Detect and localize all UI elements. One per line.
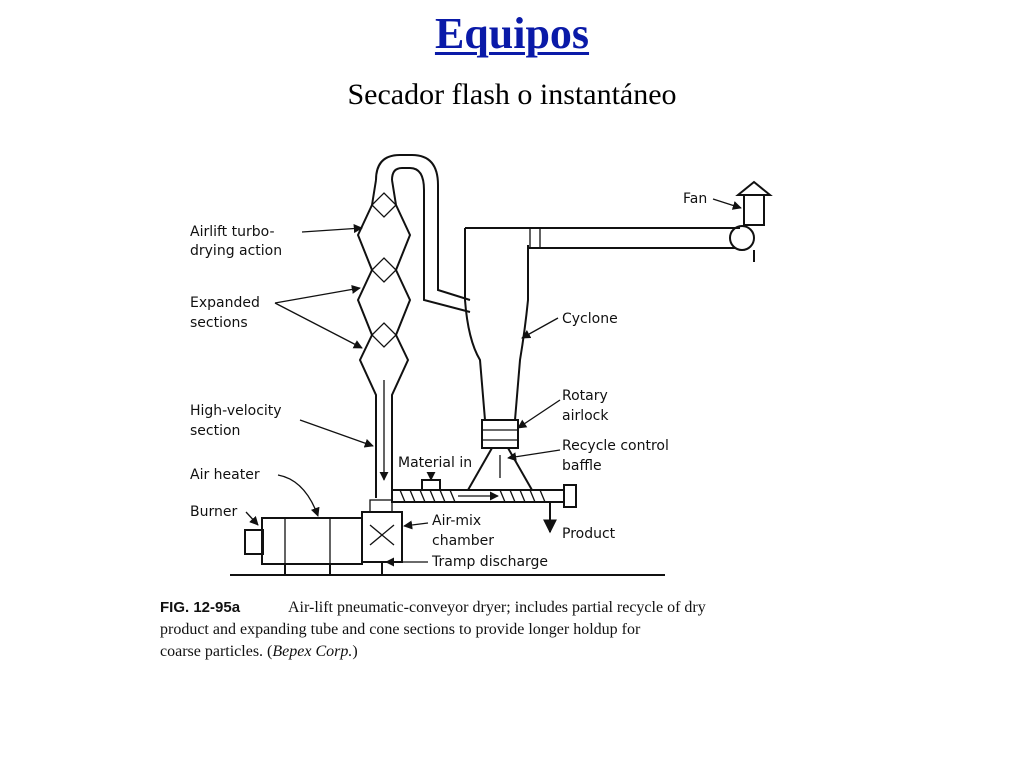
dryer-riser-column: [356, 179, 412, 498]
label-tramp-discharge: Tramp discharge: [385, 554, 548, 570]
label-rotary-airlock: Rotary airlock: [517, 388, 609, 429]
screw-conveyor: [391, 479, 577, 534]
fan: [729, 180, 773, 262]
caption-line3: coarse particles. (Bepex Corp.): [160, 643, 358, 660]
label-expanded-line2: sections: [190, 315, 248, 331]
label-air-heater-text: Air heater: [190, 467, 260, 483]
recycle-split: [467, 447, 533, 491]
label-tramp-text: Tramp discharge: [431, 554, 548, 570]
caption-line3-close: ): [352, 643, 357, 660]
caption-line1: Air-lift pneumatic-conveyor dryer; inclu…: [288, 599, 706, 616]
label-airmix-line2: chamber: [432, 533, 494, 549]
slide-title: Equipos: [434, 9, 590, 58]
label-airlift: Airlift turbo- drying action: [190, 224, 363, 259]
label-fan-text: Fan: [683, 191, 707, 207]
label-highvel-line2: section: [190, 423, 240, 439]
label-rotary-line2: airlock: [562, 408, 609, 424]
label-burner-text: Burner: [190, 504, 237, 520]
label-rotary-line1: Rotary: [562, 388, 608, 404]
label-cyclone-text: Cyclone: [562, 311, 618, 327]
label-fan: Fan: [683, 191, 742, 210]
label-expanded-line1: Expanded: [190, 295, 260, 311]
riser-to-cyclone-duct: [375, 154, 471, 301]
label-material-in-text: Material in: [398, 455, 472, 471]
caption-line2: product and expanding tube and cone sect…: [160, 621, 641, 638]
label-highvel-line1: High-velocity: [190, 403, 282, 419]
label-expanded: Expanded sections: [190, 284, 363, 349]
label-recycle-line1: Recycle control: [562, 438, 669, 454]
label-recycle-baffle: Recycle control baffle: [507, 438, 669, 474]
label-material-in: Material in: [398, 455, 472, 481]
label-burner: Burner: [190, 504, 259, 526]
caption-fig-number: FIG. 12-95a: [160, 599, 241, 616]
caption-source: Bepex Corp.: [272, 643, 352, 660]
figure-caption: FIG. 12-95a Air-lift pneumatic-conveyor …: [160, 599, 706, 660]
flash-dryer-diagram: Fan Airlift turbo- drying action Expande…: [160, 154, 773, 660]
burner-heater-unit: [244, 517, 363, 575]
label-product-text: Product: [562, 526, 616, 542]
caption-line3-text: coarse particles. (: [160, 643, 272, 660]
label-airlift-line1: Airlift turbo-: [190, 224, 275, 240]
exhaust-duct-to-fan: [465, 227, 740, 249]
label-recycle-line2: baffle: [562, 458, 602, 474]
label-air-heater: Air heater: [190, 467, 320, 517]
slide-subtitle: Secador flash o instantáneo: [347, 78, 677, 111]
air-mix-chamber: [361, 499, 403, 575]
cyclone: [464, 228, 529, 449]
label-airmix-line1: Air-mix: [432, 513, 481, 529]
label-product: Product: [562, 526, 616, 542]
label-cyclone: Cyclone: [521, 311, 618, 339]
label-high-velocity: High-velocity section: [190, 403, 374, 448]
label-airlift-line2: drying action: [190, 243, 282, 259]
label-air-mix-chamber: Air-mix chamber: [403, 513, 494, 549]
